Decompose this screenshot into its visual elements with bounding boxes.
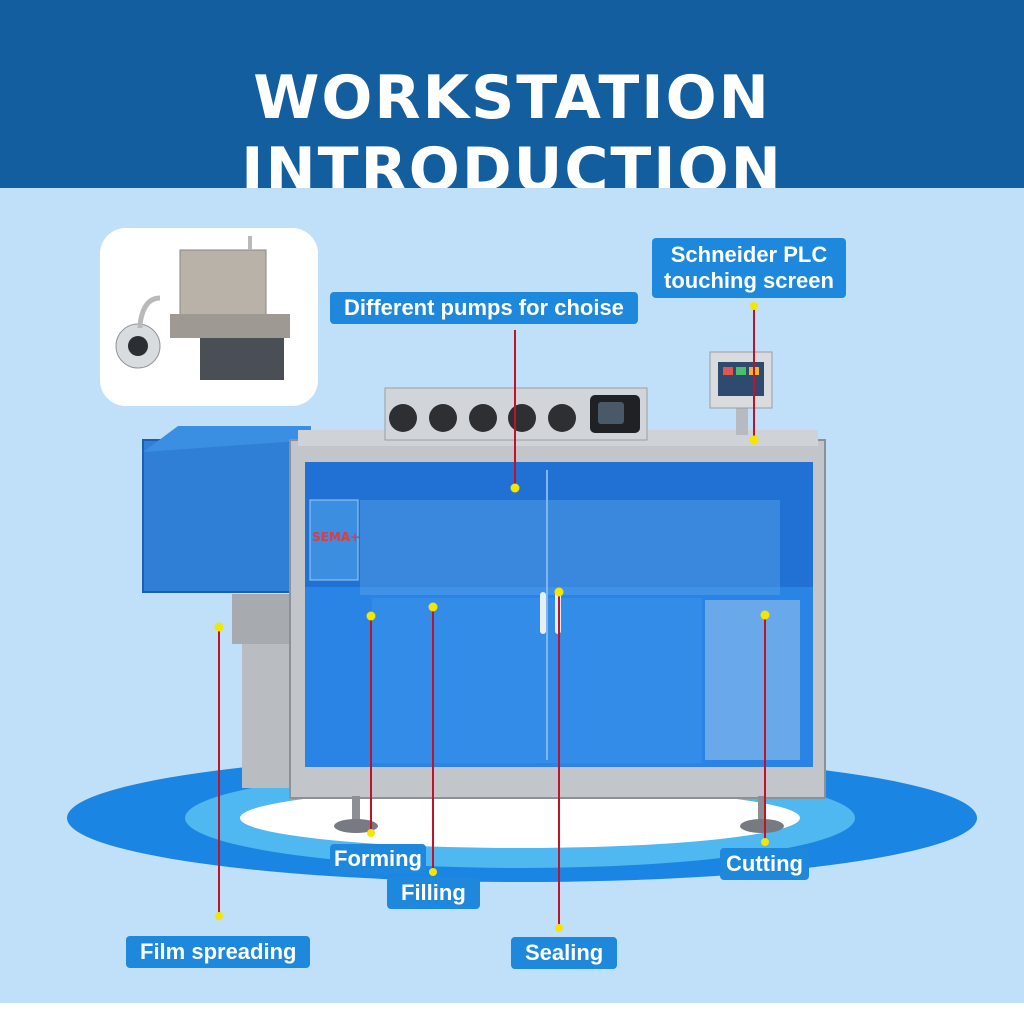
- leader-lines: [218, 306, 766, 928]
- plc-stand: [736, 405, 748, 435]
- label-forming: Forming: [330, 844, 426, 874]
- film-unit-cover: [142, 439, 312, 593]
- film-unit-top: [143, 426, 311, 452]
- brand-logo-plate: [309, 499, 359, 581]
- label-plc-line2: touching screen: [664, 268, 834, 293]
- label-filling: Filling: [387, 877, 480, 909]
- pump-detail-photo: [100, 228, 318, 406]
- film-unit-base: [242, 640, 294, 788]
- bottom-band: [0, 1003, 1024, 1009]
- callout-markers: [214, 302, 770, 932]
- pump-detail-inset: [100, 228, 318, 406]
- floor-ring-inner: [240, 788, 800, 848]
- label-sealing: Sealing: [511, 937, 618, 969]
- label-plc-line1: Schneider PLC: [670, 242, 828, 267]
- header-banner: WORKSTATION INTRODUCTION: [0, 0, 1024, 205]
- label-film-spreading: Film spreading: [126, 936, 311, 968]
- label-schneider-plc: Schneider PLC touching screen: [652, 238, 846, 298]
- pump-icons: [389, 395, 640, 433]
- label-cutting: Cutting: [720, 848, 809, 880]
- brand-logo: SEMA+: [312, 530, 361, 544]
- label-pumps: Different pumps for choise: [330, 292, 638, 324]
